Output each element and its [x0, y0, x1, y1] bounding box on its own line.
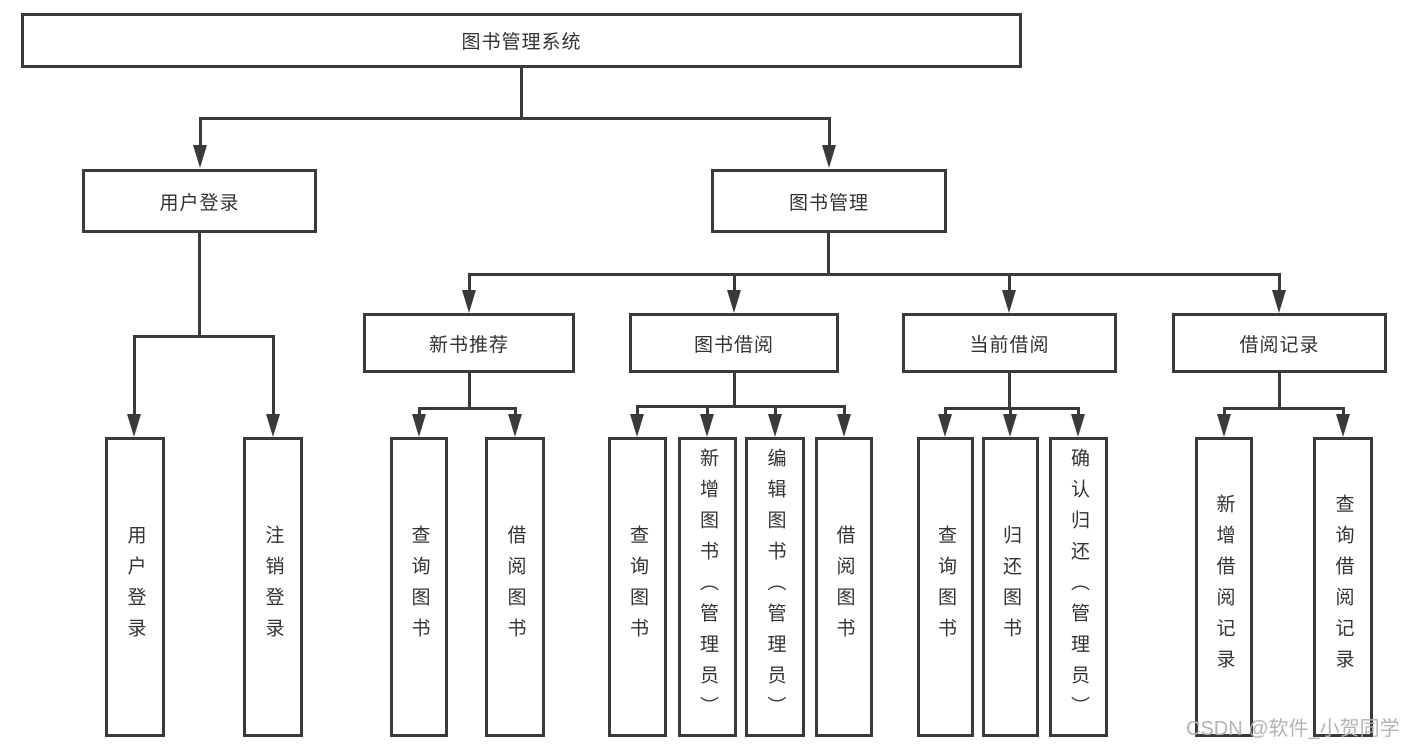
connector-line: [133, 335, 136, 415]
connector-line: [133, 335, 275, 338]
csdn-watermark: CSDN @软件_小贺同学: [1186, 718, 1400, 740]
connector-line: [944, 407, 947, 416]
node-user-login: 用户登录: [82, 169, 317, 233]
connector-line: [468, 373, 471, 407]
leaf-current-confirm-return-admin: 确认归还（管理员）: [1049, 437, 1108, 737]
connector-line: [1342, 407, 1345, 416]
leaf-newbook-query-books: 查询图书: [390, 437, 448, 737]
node-new-book-recommend: 新书推荐: [363, 313, 575, 373]
connector-line: [1077, 407, 1080, 416]
connector-line: [1278, 273, 1281, 292]
arrowhead-down-icon: [1003, 414, 1017, 437]
connector-line: [636, 405, 639, 416]
leaf-current-query-books-label: 查询图书: [935, 525, 956, 649]
node-book-borrow: 图书借阅: [629, 313, 839, 373]
arrowhead-down-icon: [193, 145, 207, 168]
arrowhead-down-icon: [266, 414, 280, 437]
connector-line: [199, 117, 202, 146]
leaf-records-add-record-label: 新增借阅记录: [1213, 494, 1235, 680]
connector-line: [843, 405, 846, 416]
connector-line: [706, 405, 709, 416]
leaf-user-login-label: 用户登录: [124, 525, 146, 649]
arrowhead-down-icon: [1336, 414, 1350, 437]
leaf-borrow-query-books: 查询图书: [608, 437, 667, 737]
connector-line: [1009, 407, 1012, 416]
leaf-newbook-borrow-books-label: 借阅图书: [504, 525, 526, 649]
node-borrow-records: 借阅记录: [1172, 313, 1387, 373]
connector-line: [418, 407, 421, 416]
leaf-borrow-add-books-admin: 新增图书（管理员）: [678, 437, 737, 737]
arrowhead-down-icon: [127, 414, 141, 437]
node-user-login-label: 用户登录: [159, 192, 240, 214]
leaf-newbook-borrow-books: 借阅图书: [485, 437, 545, 737]
arrowhead-down-icon: [508, 414, 522, 437]
node-new-book-recommend-label: 新书推荐: [428, 334, 509, 356]
connector-line: [418, 407, 517, 410]
connector-line: [1223, 407, 1226, 416]
arrowhead-down-icon: [412, 414, 426, 437]
node-current-borrow-label: 当前借阅: [969, 334, 1050, 356]
arrowhead-down-icon: [727, 290, 741, 313]
connector-line: [468, 273, 1281, 276]
connector-line: [1008, 373, 1011, 407]
leaf-records-add-record: 新增借阅记录: [1195, 437, 1253, 737]
leaf-logout-label: 注销登录: [262, 525, 284, 649]
arrowhead-down-icon: [1071, 414, 1085, 437]
leaf-newbook-query-books-label: 查询图书: [408, 525, 430, 649]
node-book-borrow-label: 图书借阅: [693, 334, 774, 356]
node-current-borrow: 当前借阅: [902, 313, 1117, 373]
connector-line: [827, 233, 830, 273]
leaf-logout: 注销登录: [243, 437, 303, 737]
connector-line: [199, 117, 831, 120]
node-book-management: 图书管理: [711, 169, 947, 233]
connector-line: [733, 273, 736, 292]
leaf-records-query-record-label: 查询借阅记录: [1332, 494, 1354, 680]
connector-line: [514, 407, 517, 416]
connector-line: [828, 117, 831, 146]
connector-line: [1278, 373, 1281, 407]
connector-line: [944, 407, 1080, 410]
connector-line: [1008, 273, 1011, 292]
leaf-current-confirm-return-admin-label: 确认归还（管理员）: [1068, 447, 1089, 727]
leaf-borrow-edit-books-admin: 编辑图书（管理员）: [745, 437, 805, 737]
arrowhead-down-icon: [630, 414, 644, 437]
arrowhead-down-icon: [700, 414, 714, 437]
leaf-borrow-edit-books-admin-label: 编辑图书（管理员）: [764, 447, 786, 727]
arrowhead-down-icon: [1002, 290, 1016, 313]
arrowhead-down-icon: [837, 414, 851, 437]
arrowhead-down-icon: [938, 414, 952, 437]
leaf-borrow-borrow-books: 借阅图书: [815, 437, 873, 737]
connector-line: [1223, 407, 1345, 410]
leaf-records-query-record: 查询借阅记录: [1313, 437, 1373, 737]
connector-line: [774, 405, 777, 416]
arrowhead-down-icon: [1272, 290, 1286, 313]
node-book-management-label: 图书管理: [788, 192, 869, 214]
arrowhead-down-icon: [822, 145, 836, 168]
connector-line: [198, 233, 201, 335]
connector-line: [733, 373, 736, 406]
node-library-system: 图书管理系统: [21, 13, 1022, 68]
connector-line: [636, 405, 846, 408]
connector-line: [520, 68, 523, 117]
leaf-current-query-books: 查询图书: [917, 437, 974, 737]
arrowhead-down-icon: [462, 290, 476, 313]
leaf-borrow-borrow-books-label: 借阅图书: [833, 525, 855, 649]
arrowhead-down-icon: [1217, 414, 1231, 437]
leaf-user-login: 用户登录: [105, 437, 165, 737]
connector-line: [468, 273, 471, 292]
leaf-current-return-books-label: 归还图书: [1000, 525, 1021, 649]
node-library-system-label: 图书管理系统: [461, 32, 582, 53]
connector-line: [272, 335, 275, 415]
leaf-borrow-query-books-label: 查询图书: [627, 525, 648, 649]
node-borrow-records-label: 借阅记录: [1239, 334, 1320, 356]
leaf-borrow-add-books-admin-label: 新增图书（管理员）: [697, 447, 718, 727]
leaf-current-return-books: 归还图书: [982, 437, 1039, 737]
arrowhead-down-icon: [768, 414, 782, 437]
